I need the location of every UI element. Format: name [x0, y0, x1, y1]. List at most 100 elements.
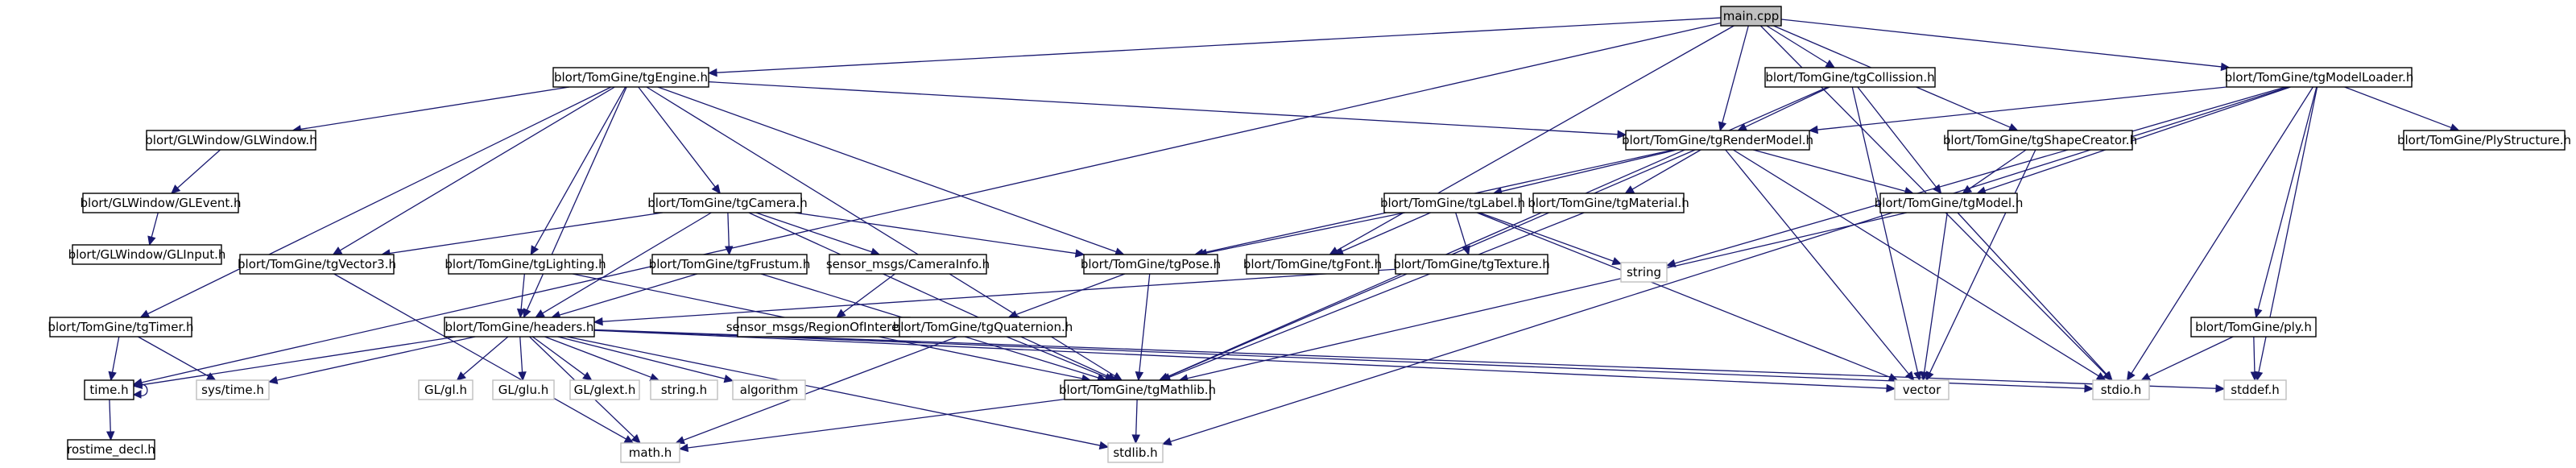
node-ply[interactable]: blort/TomGine/ply.h	[2190, 317, 2317, 338]
edge-line	[1476, 212, 1891, 378]
node-box	[620, 442, 680, 463]
nodes-layer: main.cpp blort/TomGine/tgEngine.h blort/To…	[48, 6, 2571, 463]
node-camerainfo[interactable]: sensor_msgs/CameraInfo.h	[826, 254, 990, 275]
edge-headers-to-systime	[267, 336, 476, 385]
node-tglabel[interactable]: blort/TomGine/tgLabel.h	[1380, 193, 1525, 213]
edge-line	[141, 336, 457, 386]
node-tgmodelloader[interactable]: blort/TomGine/tgModelLoader.h	[2225, 67, 2414, 88]
edge-arrowhead	[707, 68, 717, 77]
node-box	[196, 379, 270, 400]
node-label: blort/TomGine/tgModelLoader.h	[2225, 70, 2414, 85]
node-box	[1107, 442, 1164, 463]
node-label: GL/glext.h	[574, 383, 636, 397]
node-box	[1532, 193, 1685, 213]
node-label: math.h	[629, 445, 672, 460]
edge-line	[542, 212, 712, 314]
edge-arrowhead	[1962, 184, 1973, 194]
edge-tgmodelloader-to-string	[1665, 86, 2286, 267]
node-tgengine[interactable]: blort/TomGine/tgEngine.h	[552, 67, 709, 88]
edge-line	[1674, 86, 2286, 264]
edge-tgfrustum-to-headers	[550, 273, 698, 320]
node-rostime[interactable]: rostime_decl.h	[67, 439, 155, 460]
node-tgcamera[interactable]: blort/TomGine/tgCamera.h	[647, 193, 808, 213]
node-tgcollission[interactable]: blort/TomGine/tgCollission.h	[1764, 67, 1936, 88]
node-tgpose[interactable]: blort/TomGine/tgPose.h	[1081, 254, 1221, 275]
edge-tgmathlib-to-stdlib	[1131, 399, 1140, 445]
node-headers[interactable]: blort/TomGine/headers.h	[444, 317, 595, 338]
node-box	[569, 379, 640, 400]
edge-headers-to-stdio	[593, 329, 2094, 393]
edge-main-to-tgcollission	[1766, 25, 1836, 68]
edge-arrowhead	[711, 184, 722, 194]
edge-tgtimer-to-systime	[138, 336, 217, 381]
node-box	[2403, 130, 2566, 151]
edge-arrowhead	[1932, 184, 1942, 194]
node-label: blort/GLWindow/GLInput.h	[68, 247, 226, 262]
node-time[interactable]: time.h	[84, 379, 134, 400]
node-tgrendermodel[interactable]: blort/TomGine/tgRenderModel.h	[1622, 130, 1813, 151]
edge-line	[333, 273, 626, 440]
edge-line	[727, 212, 730, 247]
edge-tgvector3-to-math	[333, 273, 635, 444]
node-label: blort/TomGine/tgCollission.h	[1765, 70, 1934, 85]
edge-arrowhead	[2084, 383, 2094, 393]
node-tgtimer[interactable]: blort/TomGine/tgTimer.h	[48, 317, 194, 338]
edge-line	[1957, 212, 2107, 375]
edge-tgcamera-to-tgmathlib	[748, 212, 1118, 381]
node-glinput[interactable]: blort/GLWindow/GLInput.h	[68, 244, 226, 265]
node-box	[1764, 67, 1936, 88]
node-tgmodel[interactable]: blort/TomGine/tgModel.h	[1875, 193, 2024, 213]
node-label: blort/TomGine/tgQuaternion.h	[893, 320, 1073, 334]
edge-line	[1745, 86, 1830, 128]
edge-arrowhead	[2215, 383, 2226, 393]
edge-line	[755, 212, 872, 253]
node-box	[1894, 379, 1950, 400]
edge-arrowhead	[1074, 249, 1085, 258]
node-label: rostime_decl.h	[67, 442, 155, 458]
node-label: vector	[1903, 383, 1941, 397]
node-box	[72, 244, 222, 265]
node-tgmaterial[interactable]: blort/TomGine/tgMaterial.h	[1528, 193, 1689, 213]
node-box	[829, 254, 987, 275]
node-tgmathlib[interactable]: blort/TomGine/tgMathlib.h	[1059, 379, 1216, 400]
edge-headers-to-glglext	[531, 336, 593, 381]
edge-arrowhead	[1161, 437, 1172, 446]
node-glwindow[interactable]: blort/GLWindow/GLWindow.h	[145, 130, 317, 151]
edge-tgrendermodel-to-tgmaterial	[1624, 149, 1701, 194]
node-tgtexture[interactable]: blort/TomGine/tgTexture.h	[1393, 254, 1550, 275]
edge-main-to-tgrendermodel	[1718, 25, 1749, 132]
edge-arrowhead	[723, 375, 734, 383]
edge-line	[2131, 86, 2313, 374]
node-label: string	[1627, 265, 1661, 280]
node-plystructure[interactable]: blort/TomGine/PlyStructure.h	[2397, 130, 2571, 151]
node-tgvector3[interactable]: blort/TomGine/tgVector3.h	[238, 254, 396, 275]
edge-ply-to-stdio	[2140, 336, 2234, 381]
node-glgl: GL/gl.h	[418, 379, 473, 400]
edge-line	[389, 212, 664, 255]
edge-tgcamera-to-tgfrustum	[724, 212, 734, 256]
node-tgshapecreator[interactable]: blort/TomGine/tgShapeCreator.h	[1943, 130, 2137, 151]
edge-main-to-tgengine	[707, 17, 1722, 77]
node-glevent[interactable]: blort/GLWindow/GLEvent.h	[81, 193, 242, 213]
node-label: blort/TomGine/tgPose.h	[1081, 257, 1221, 271]
node-box	[732, 379, 806, 400]
edge-tgmathlib-to-math	[678, 399, 1065, 453]
edge-line	[151, 212, 159, 238]
edge-tgmodelloader-to-ply	[2254, 86, 2318, 319]
node-main[interactable]: main.cpp	[1720, 6, 1782, 27]
edge-arrowhead	[1131, 434, 1140, 445]
node-tglighting[interactable]: blort/TomGine/tgLighting.h	[444, 254, 606, 275]
node-tgfrustum[interactable]: blort/TomGine/tgFrustum.h	[649, 254, 811, 275]
node-tgquaternion[interactable]: blort/TomGine/tgQuaternion.h	[893, 317, 1073, 338]
edge-line	[519, 336, 523, 373]
node-box	[1947, 130, 2133, 151]
node-label: blort/TomGine/ply.h	[2195, 320, 2312, 334]
node-string: string	[1620, 262, 1668, 283]
edge-line	[462, 336, 509, 376]
node-label: blort/TomGine/tgLighting.h	[444, 257, 606, 271]
node-regionofinterest[interactable]: sensor_msgs/RegionOfInterest.h	[726, 317, 922, 338]
node-label: blort/TomGine/tgMaterial.h	[1528, 196, 1689, 210]
edge-line	[557, 336, 726, 379]
node-tgfont[interactable]: blort/TomGine/tgFont.h	[1243, 254, 1382, 275]
edge-arrowhead	[108, 371, 117, 382]
